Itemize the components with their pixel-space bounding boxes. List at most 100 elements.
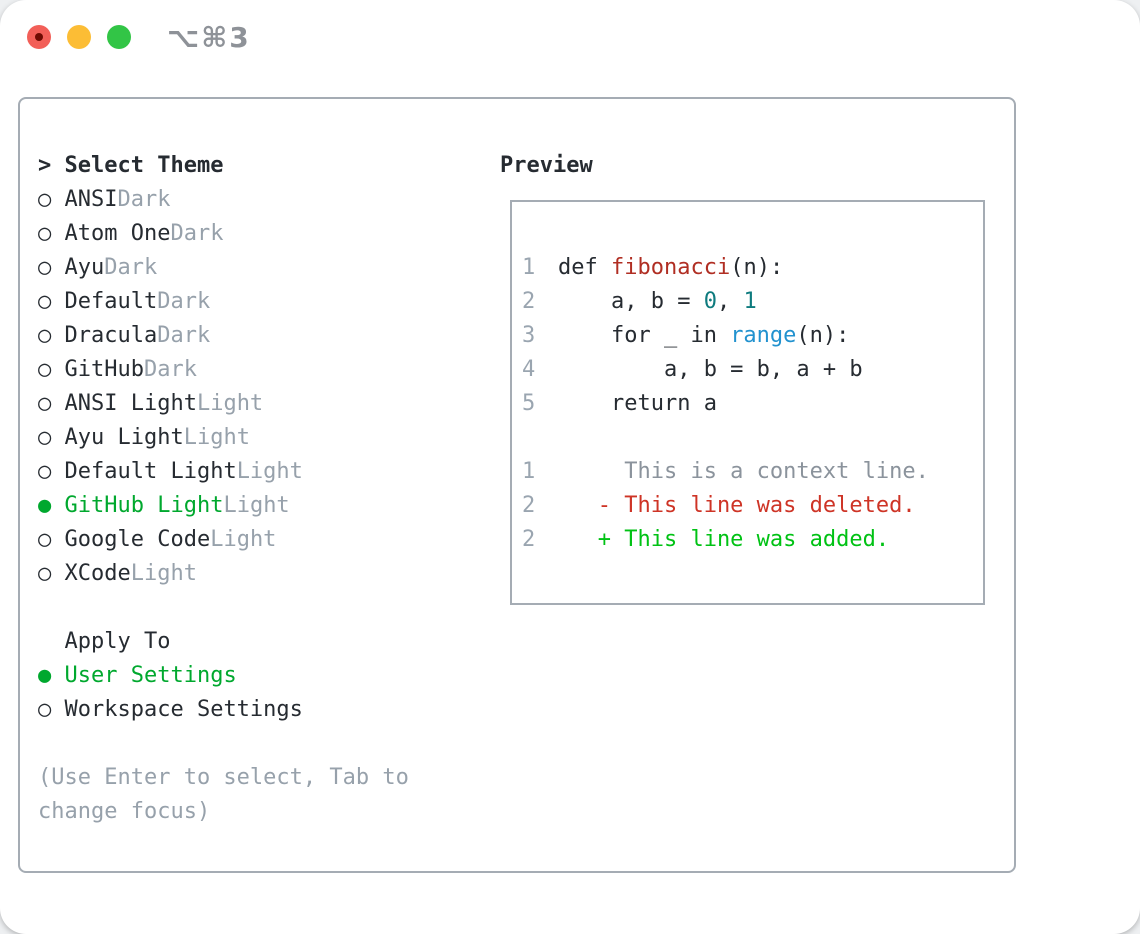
apply-to-heading: Apply To	[38, 625, 468, 659]
theme-picker-panel: >Select Theme ○ANSI Dark○Atom One Dark○A…	[18, 97, 1016, 873]
theme-variant: Dark	[170, 221, 224, 246]
theme-name: Atom One	[64, 221, 171, 246]
apply-to-list: ● User Settings ○Workspace Settings	[38, 659, 468, 727]
code-token-plain: a, b = b, a + b	[558, 357, 863, 382]
preview-heading-label: Preview	[500, 153, 593, 178]
theme-name: Dracula	[64, 323, 158, 348]
code-token-context: This is a context line.	[558, 459, 929, 484]
line-number: 4	[522, 357, 536, 382]
theme-name: GitHub	[64, 357, 144, 382]
theme-option-default-light[interactable]: ○ Default Light Light	[38, 455, 468, 489]
theme-option-google-code[interactable]: ○Google Code Light	[38, 523, 468, 557]
radio-selected-icon: ●	[38, 493, 52, 518]
line-number: 1	[522, 255, 536, 280]
radio-unselected-icon: ○	[38, 255, 52, 280]
theme-list-column: >Select Theme ○ANSI Dark○Atom One Dark○A…	[38, 149, 468, 829]
radio-unselected-icon: ○	[38, 527, 52, 552]
theme-option-ayu-light[interactable]: ○ Ayu Light Light	[38, 421, 468, 455]
title-bar: ⌥⌘3	[0, 0, 1140, 74]
line-number: 1	[522, 459, 536, 484]
radio-unselected-icon: ○	[38, 289, 52, 314]
theme-variant: Light	[236, 459, 303, 484]
theme-option-ansi[interactable]: ○ ANSI Dark	[38, 183, 468, 217]
radio-unselected-icon: ○	[38, 323, 52, 348]
theme-variant: Light	[210, 527, 277, 552]
code-token-func: fibonacci	[610, 255, 731, 280]
preview-diff-line: 2 + This line was added.	[522, 523, 983, 557]
theme-variant: Dark	[157, 289, 211, 314]
code-token-plain: ,	[716, 289, 744, 314]
code-token-plain: (n):	[730, 255, 784, 280]
theme-option-default[interactable]: ○ Default Dark	[38, 285, 468, 319]
code-token-deleted: - This line was deleted.	[558, 493, 916, 518]
theme-variant: Light	[183, 425, 250, 450]
line-number: 3	[522, 323, 536, 348]
theme-name: Ayu Light	[64, 425, 184, 450]
theme-name: Default Light	[64, 459, 237, 484]
radio-unselected-icon: ○	[38, 357, 52, 382]
preview-code-line: 4 a, b = b, a + b	[522, 353, 983, 387]
theme-variant: Dark	[157, 323, 211, 348]
prompt-caret-icon: >	[38, 153, 52, 178]
window-title-shortcut: ⌥⌘3	[167, 21, 251, 54]
select-theme-heading-label: Select Theme	[64, 153, 224, 178]
theme-option-github[interactable]: ○ GitHub Dark	[38, 353, 468, 387]
theme-variant: Dark	[117, 187, 171, 212]
code-token-plain: for _ in	[558, 323, 731, 348]
theme-name: ANSI Light	[64, 391, 197, 416]
preview-diff-line: 2 - This line was deleted.	[522, 489, 983, 523]
preview-diff-line: 1 This is a context line.	[522, 455, 983, 489]
apply-option-user-settings[interactable]: ● User Settings	[38, 659, 468, 693]
theme-name: ANSI	[64, 187, 118, 212]
radio-unselected-icon: ○	[38, 391, 52, 416]
preview-code-line: 3 for _ in range(n):	[522, 319, 983, 353]
line-number: 5	[522, 391, 536, 416]
apply-to-indent	[38, 625, 65, 659]
spacer	[38, 591, 468, 625]
code-token-number: 1	[743, 289, 757, 314]
code-token-plain: return a	[558, 391, 717, 416]
radio-unselected-icon: ○	[38, 221, 52, 246]
preview-code-line: 5 return a	[522, 387, 983, 421]
code-token-number: 0	[703, 289, 717, 314]
theme-option-dracula[interactable]: ○ Dracula Dark	[38, 319, 468, 353]
theme-variant: Light	[223, 493, 290, 518]
window-controls	[27, 25, 131, 49]
theme-option-ayu[interactable]: ○Ayu Dark	[38, 251, 468, 285]
minimize-window-button[interactable]	[67, 25, 91, 49]
radio-unselected-icon: ○	[38, 187, 52, 212]
apply-to-heading-label: Apply To	[64, 629, 171, 654]
diff-preview-block: 1 This is a context line.2 - This line w…	[522, 455, 983, 557]
theme-name: Default	[64, 289, 158, 314]
code-token-builtin: range	[730, 323, 797, 348]
apply-option-label: User Settings	[64, 663, 237, 688]
radio-unselected-icon: ○	[38, 459, 52, 484]
theme-option-atom-one[interactable]: ○ Atom One Dark	[38, 217, 468, 251]
preview-code-line: 2 a, b = 0, 1	[522, 285, 983, 319]
theme-list: ○ANSI Dark○Atom One Dark○Ayu Dark○Defaul…	[38, 183, 468, 591]
close-window-button[interactable]	[27, 25, 51, 49]
theme-option-xcode[interactable]: ○XCode Light	[38, 557, 468, 591]
radio-unselected-icon: ○	[38, 561, 52, 586]
radio-selected-icon: ●	[38, 663, 52, 688]
code-token-plain: def	[558, 255, 611, 280]
zoom-window-button[interactable]	[107, 25, 131, 49]
apply-option-label: Workspace Settings	[64, 697, 303, 722]
theme-variant: Dark	[104, 255, 158, 280]
theme-option-ansi-light[interactable]: ○ANSI Light Light	[38, 387, 468, 421]
theme-option-github-light[interactable]: ●GitHub Light Light	[38, 489, 468, 523]
radio-unselected-icon: ○	[38, 425, 52, 450]
keyboard-hint-text: (Use Enter to select, Tab to change focu…	[38, 765, 409, 824]
theme-variant: Light	[130, 561, 197, 586]
select-theme-heading: > Select Theme	[38, 149, 468, 183]
apply-option-workspace-settings[interactable]: ○Workspace Settings	[38, 693, 468, 727]
code-token-plain: (n):	[796, 323, 850, 348]
code-token-plain: a, b =	[558, 289, 704, 314]
line-number: 2	[522, 289, 536, 314]
theme-variant: Dark	[143, 357, 197, 382]
line-number: 2	[522, 493, 536, 518]
